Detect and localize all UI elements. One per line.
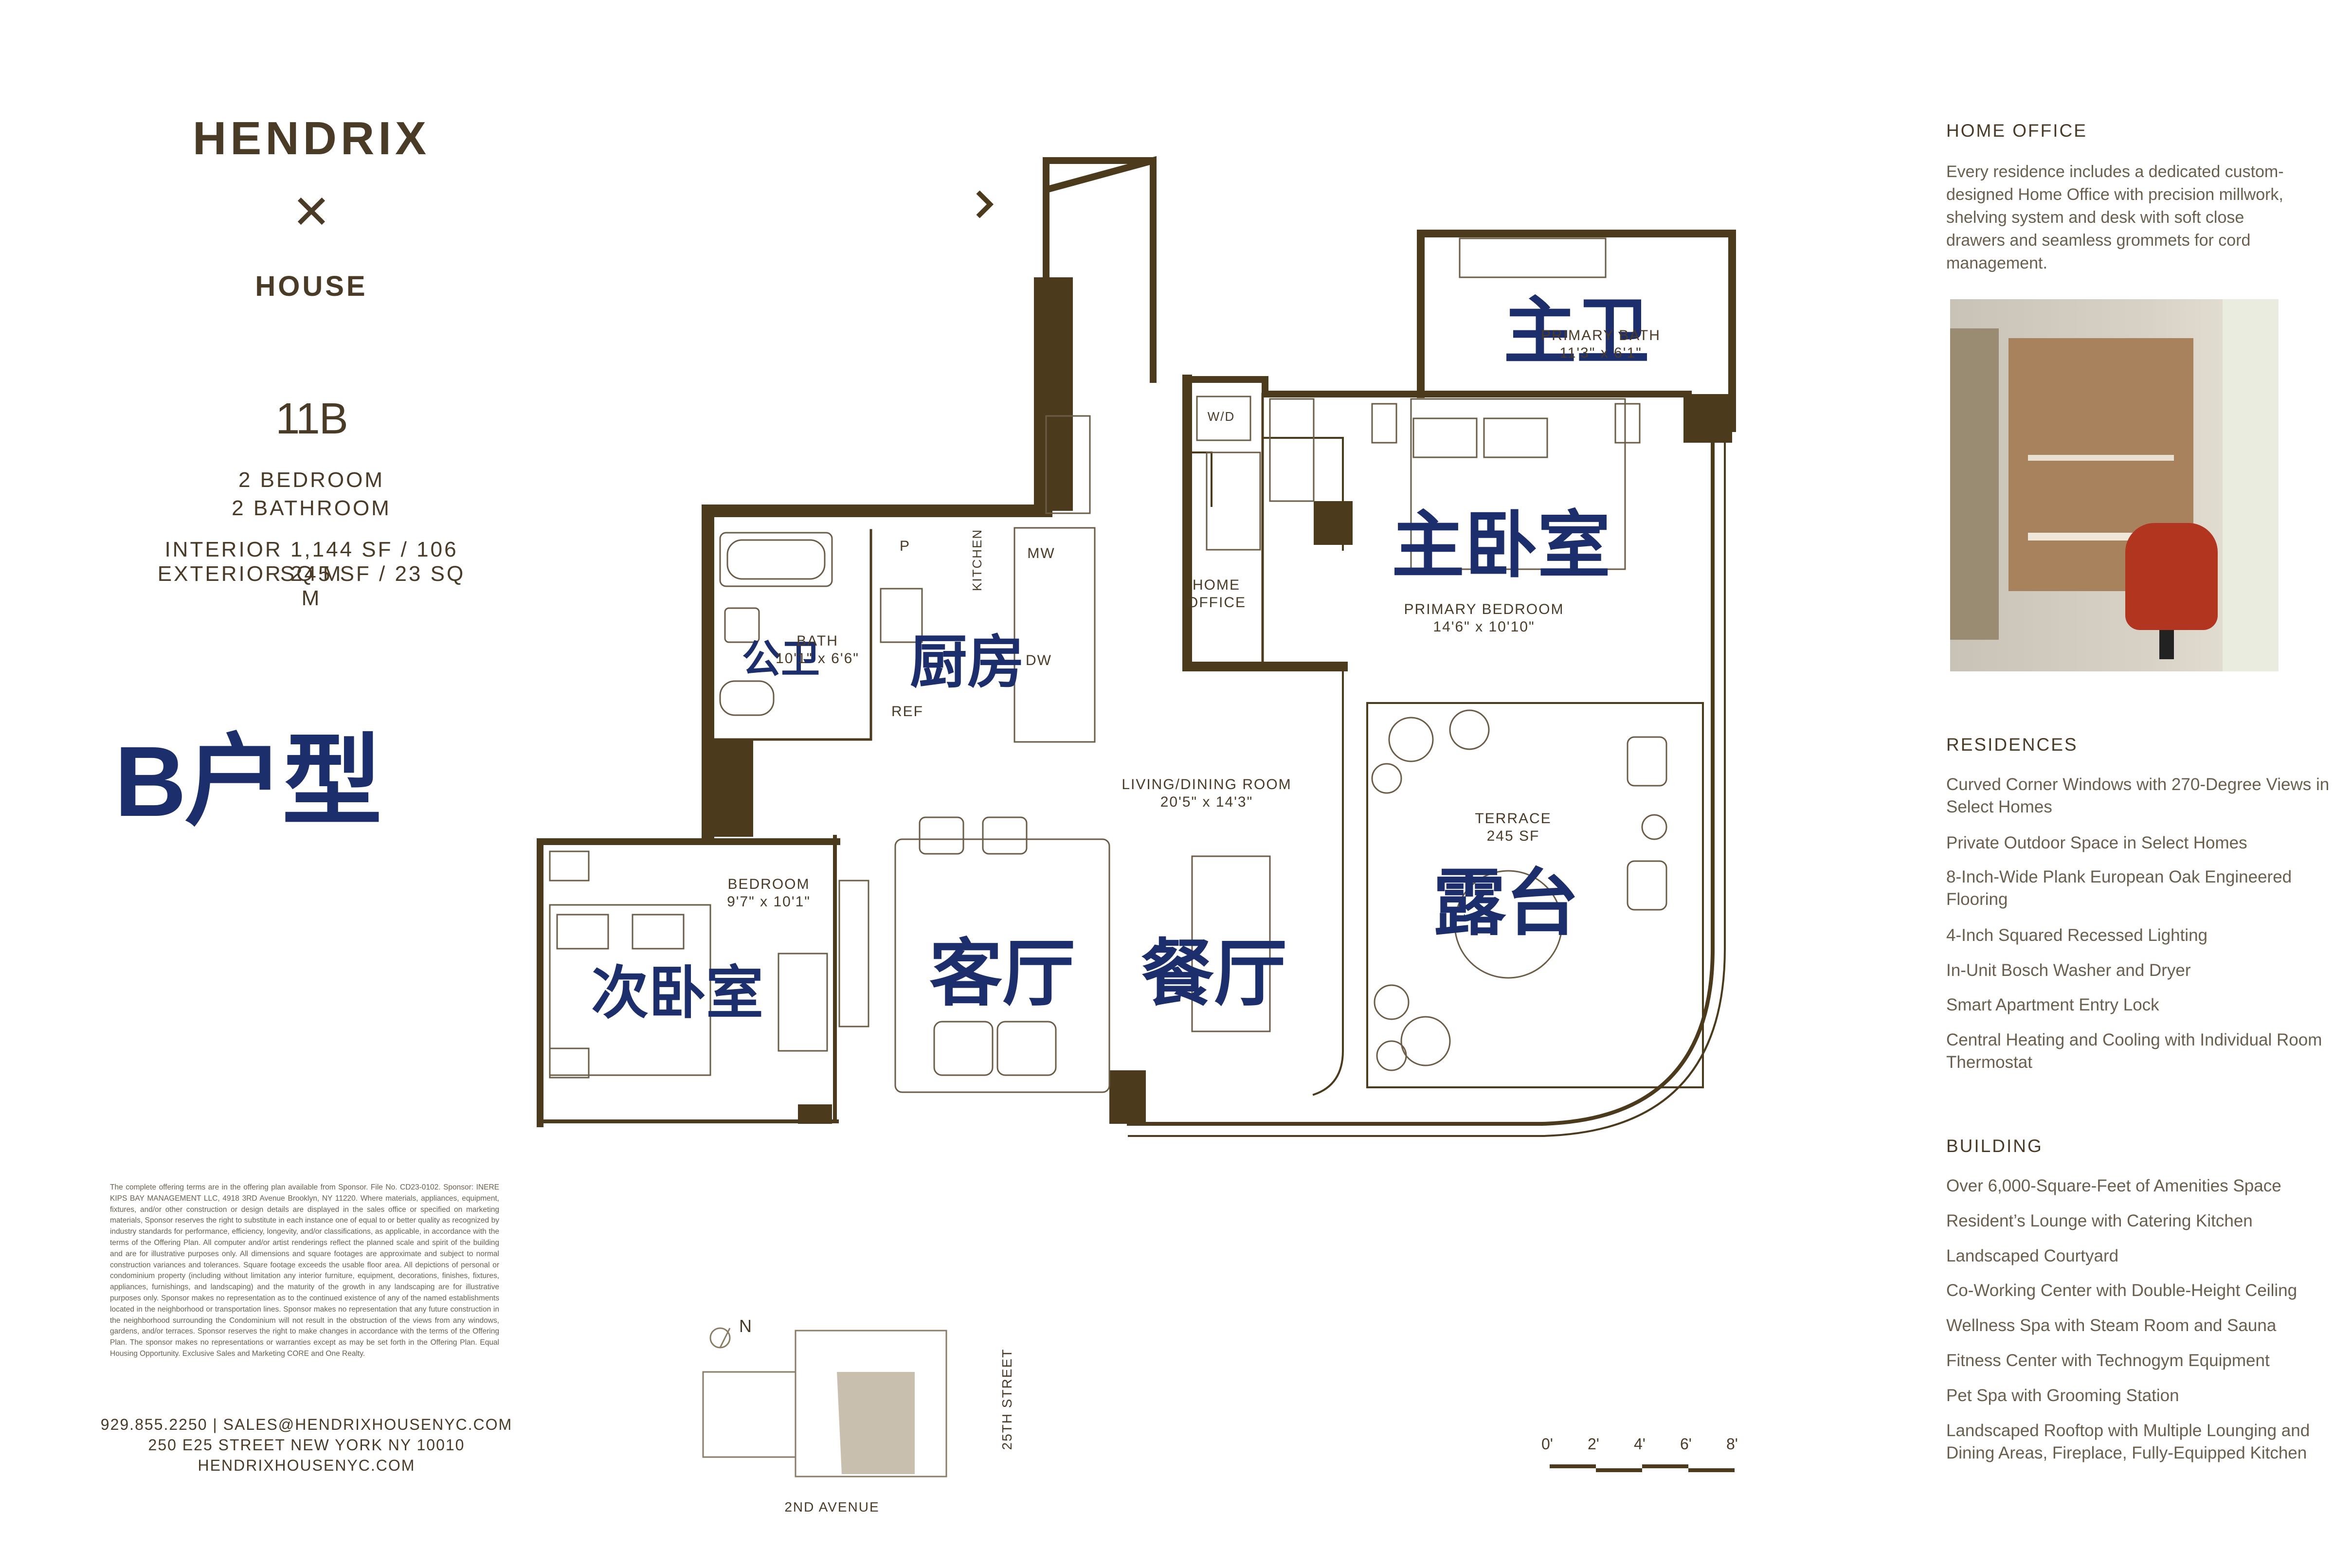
brand-subtitle: HOUSE — [255, 270, 368, 302]
list-item: In-Unit Bosch Washer and Dryer — [1946, 961, 2191, 980]
wd-label: W/D — [1207, 409, 1235, 424]
home-office-text: Every residence includes a dedicated cus… — [1946, 162, 2284, 272]
pantry-label: P — [899, 538, 910, 554]
primary-bath-cn: 主卫 — [1503, 289, 1650, 374]
list-item: 4-Inch Squared Recessed Lighting — [1946, 926, 2208, 945]
scale-label: 4' — [1634, 1435, 1646, 1453]
contact-website[interactable]: HENDRIXHOUSENYC.COM — [198, 1457, 416, 1474]
list-item: Resident’s Lounge with Catering Kitchen — [1946, 1211, 2253, 1230]
street-south-label: 2ND AVENUE — [784, 1499, 880, 1514]
scale-label: 2' — [1588, 1435, 1599, 1453]
scale-label: 6' — [1680, 1435, 1692, 1453]
kitchen-cn: 厨房 — [910, 629, 1025, 696]
list-item: Co-Working Center with Double-Height Cei… — [1946, 1281, 2298, 1300]
list-item: 8-Inch-Wide Plank European Oak Engineere… — [1946, 867, 2292, 909]
list-item: Landscaped Courtyard — [1946, 1246, 2119, 1265]
dishwasher-label: DW — [1026, 652, 1052, 668]
brand-title: HENDRIX — [192, 112, 431, 164]
key-plan — [702, 1327, 947, 1478]
street-east-label: 25TH STREET — [999, 1348, 1014, 1450]
list-item: Smart Apartment Entry Lock — [1946, 995, 2159, 1014]
scale-label: 8' — [1726, 1435, 1738, 1453]
list-item: Central Heating and Cooling with Individ… — [1946, 1030, 2322, 1072]
scale-label: 0' — [1541, 1435, 1553, 1453]
list-item: Landscaped Rooftop with Multiple Loungin… — [1946, 1421, 2310, 1462]
scale-bar — [1550, 1464, 1735, 1472]
home-office-label: HOME OFFICE — [1187, 577, 1246, 611]
building-heading: BUILDING — [1946, 1136, 2043, 1156]
unit-exterior: EXTERIOR 245 SF / 23 SQ M — [157, 562, 466, 610]
list-item: Fitness Center with Technogym Equipment — [1946, 1351, 2270, 1370]
list-item: Wellness Spa with Steam Room and Sauna — [1946, 1316, 2277, 1335]
contact-address: 250 E25 STREET NEW YORK NY 10010 — [148, 1436, 465, 1454]
kitchen-label: KITCHEN — [970, 528, 984, 591]
microwave-label: MW — [1027, 545, 1055, 561]
terrace-cn: 露台 — [1433, 861, 1579, 946]
plan-type-label: B户型 — [114, 726, 382, 837]
home-office-heading: HOME OFFICE — [1946, 121, 2087, 141]
legal-disclaimer: The complete offering terms are in the o… — [110, 1183, 499, 1358]
dining-cn: 餐厅 — [1141, 932, 1287, 1016]
north-label: N — [739, 1316, 753, 1336]
home-office-photo — [1950, 299, 2279, 671]
contact-phone-email[interactable]: 929.855.2250 | SALES@HENDRIXHOUSENYC.COM — [100, 1416, 513, 1433]
living-cn: 客厅 — [929, 932, 1076, 1016]
unit-bedrooms: 2 BEDROOM — [238, 468, 385, 492]
list-item: Private Outdoor Space in Select Homes — [1946, 833, 2247, 852]
unit-bathrooms: 2 BATHROOM — [232, 496, 391, 520]
fridge-label: REF — [891, 703, 923, 720]
brand-mark: ✕ — [291, 186, 331, 238]
residences-heading: RESIDENCES — [1946, 735, 2078, 755]
unit-interior: INTERIOR 1,144 SF / 106 SQ M — [164, 538, 458, 586]
bath-cn: 公卫 — [742, 636, 820, 682]
list-item: Curved Corner Windows with 270-Degree Vi… — [1946, 775, 2330, 816]
primary-bedroom-cn: 主卧室 — [1392, 504, 1611, 588]
list-item: Pet Spa with Grooming Station — [1946, 1386, 2179, 1405]
bedroom-cn: 次卧室 — [591, 959, 764, 1027]
list-item: Over 6,000-Square-Feet of Amenities Spac… — [1946, 1176, 2281, 1195]
unit-number: 11B — [275, 395, 348, 443]
